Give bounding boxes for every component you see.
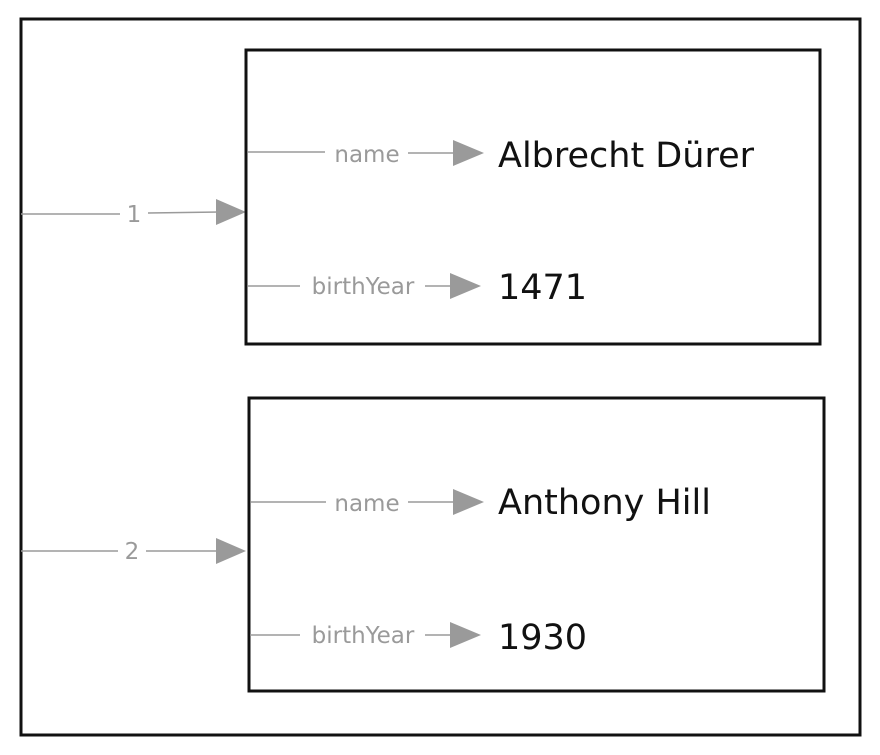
edge-label: birthYear <box>312 274 415 300</box>
field-value: Anthony Hill <box>498 483 711 523</box>
arrowhead-icon <box>453 140 484 166</box>
arrowhead-icon <box>216 538 246 564</box>
edge-to-record-1: 1 <box>21 199 246 228</box>
edge-label: name <box>334 142 399 168</box>
record-1: name Albrecht Dürer birthYear 1471 <box>244 48 822 346</box>
edge-label: name <box>334 491 399 517</box>
edge-label: 2 <box>125 539 140 565</box>
arrowhead-icon <box>450 273 481 299</box>
arrowhead-icon <box>216 199 246 225</box>
record-2: name Anthony Hill birthYear 1930 <box>247 396 826 693</box>
arrowhead-icon <box>450 622 481 648</box>
field-value: 1930 <box>498 618 587 658</box>
field-birth-year: birthYear 1930 <box>250 618 587 658</box>
record-box <box>247 396 826 693</box>
edge-label: 1 <box>127 202 142 228</box>
field-name: name Anthony Hill <box>251 483 711 523</box>
edge-line <box>147 211 221 214</box>
edge-label: birthYear <box>312 623 415 649</box>
edge-to-record-2: 2 <box>21 538 246 565</box>
field-birth-year: birthYear 1471 <box>248 268 587 308</box>
field-value: Albrecht Dürer <box>498 136 755 176</box>
field-value: 1471 <box>498 268 587 308</box>
arrowhead-icon <box>453 489 484 515</box>
record-box <box>244 48 822 346</box>
field-name: name Albrecht Dürer <box>248 136 755 176</box>
